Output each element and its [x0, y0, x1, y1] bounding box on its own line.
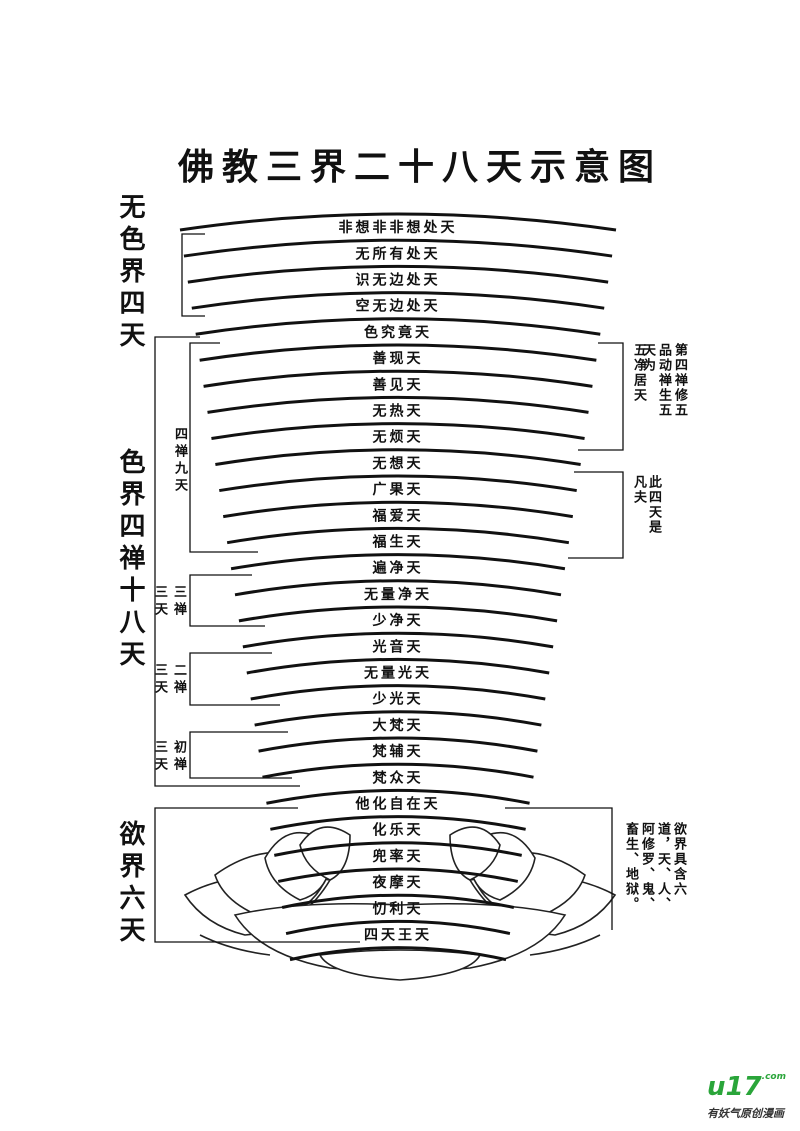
formless-realm-label: 无色界四天	[115, 193, 145, 353]
heaven-label: 空无边处天	[356, 298, 441, 315]
heaven-separator-arc	[262, 762, 534, 779]
heaven-label: 少净天	[372, 612, 424, 629]
heaven-separator-arc	[191, 291, 605, 310]
heaven-label: 兜率天	[373, 848, 424, 865]
heaven-separator-arc	[215, 448, 581, 466]
heaven-separator-arc	[250, 684, 546, 701]
heaven-separator-arc	[273, 841, 523, 857]
heaven-separator-arc	[222, 500, 574, 519]
heaven-label: 无烦天	[372, 430, 424, 446]
heaven-label: 福生天	[372, 534, 424, 551]
heaven-label: 福爱天	[372, 507, 424, 524]
heaven-label: 无所有处天	[355, 245, 441, 262]
heaven-label: 他化自在天	[355, 796, 441, 813]
heaven-separator-arc	[207, 395, 589, 414]
heaven-label: 无想天	[372, 455, 424, 472]
first-dhyana-label: 初禅三天	[152, 740, 186, 774]
heaven-label: 梵辅天	[373, 743, 424, 760]
heaven-separator-arc	[195, 317, 601, 336]
heaven-separator-arc	[230, 553, 566, 571]
heaven-label: 化乐天	[373, 822, 424, 839]
desire-realm-label: 欲界六天	[115, 820, 145, 948]
fourth-dhyana-bracket	[189, 342, 258, 553]
heaven-label: 遍净天	[372, 560, 424, 577]
heaven-separator-arc	[270, 815, 526, 831]
pure-abodes-title: 五净居天	[631, 343, 646, 403]
second-dhyana-label: 二禅三天	[152, 663, 186, 697]
heaven-label: 无量光天	[363, 665, 432, 682]
heaven-separator-arc	[277, 867, 519, 883]
heaven-label: 无热天	[372, 403, 424, 420]
heaven-separator-arc	[285, 919, 511, 936]
desire-bracket	[154, 807, 360, 943]
pure-abodes-note: 第四禅修五品动禅生五天为	[640, 343, 687, 418]
first-dhyana-bracket	[189, 731, 292, 779]
heaven-label: 色究竟天	[364, 324, 432, 341]
heaven-separator-arc	[199, 343, 597, 362]
second-dhyana-bracket	[189, 652, 280, 706]
heaven-label: 非想非非想处天	[339, 219, 458, 236]
heaven-separator-arc	[258, 736, 538, 753]
desire-note: 欲界具含六道，天、人、阿修罗、鬼、畜生、地狱。	[623, 822, 686, 912]
heaven-separator-arc	[254, 710, 542, 727]
pure-abodes-bracket	[578, 342, 624, 451]
heaven-separator-arc	[281, 893, 515, 909]
diagram-title: 佛教三界二十八天示意图	[177, 146, 662, 188]
heaven-separator-arc	[242, 631, 554, 649]
heaven-label: 无量净天	[363, 586, 432, 603]
heaven-separator-arc	[219, 474, 577, 493]
heaven-label: 广果天	[373, 481, 424, 498]
heaven-separator-arc	[234, 579, 562, 597]
heaven-label: 少光天	[372, 691, 424, 708]
heaven-label: 识无边处天	[356, 272, 441, 289]
formless-bracket	[181, 233, 205, 317]
heaven-separator-arc	[179, 212, 617, 232]
heaven-label: 光音天	[372, 638, 424, 655]
heaven-separator-arc	[289, 946, 507, 962]
mortal-bracket	[568, 471, 624, 559]
third-dhyana-label: 三禅三天	[152, 585, 186, 619]
heaven-separator-arc	[266, 788, 530, 805]
heaven-separator-arc	[226, 526, 570, 545]
heaven-label: 忉利天	[373, 900, 424, 917]
mortal-title: 凡夫	[631, 475, 646, 505]
heaven-label: 善见天	[373, 376, 424, 393]
form-realm-label: 色界四禅十八天	[115, 448, 145, 672]
heaven-separator-arc	[187, 264, 609, 284]
heaven-label: 四天王天	[364, 928, 432, 944]
desire-note-bracket	[505, 807, 613, 930]
heaven-label: 夜摩天	[372, 874, 424, 891]
mortal-note: 此四天是	[646, 475, 661, 535]
heaven-separator-arc	[246, 657, 550, 675]
third-dhyana-bracket	[189, 574, 265, 627]
heaven-separator-arc	[183, 238, 613, 258]
heaven-label: 善现天	[373, 350, 424, 367]
heaven-label: 梵众天	[373, 769, 424, 786]
fourth-dhyana-label: 四禅九天	[172, 427, 187, 495]
heaven-separator-arc	[203, 369, 593, 388]
heaven-separator-arc	[238, 605, 558, 623]
u17-logo[interactable]: u17.com 有妖气原创漫画	[706, 1072, 786, 1120]
form-bracket	[154, 336, 300, 787]
heaven-separator-arc	[211, 422, 585, 440]
heaven-label: 大梵天	[373, 717, 424, 734]
